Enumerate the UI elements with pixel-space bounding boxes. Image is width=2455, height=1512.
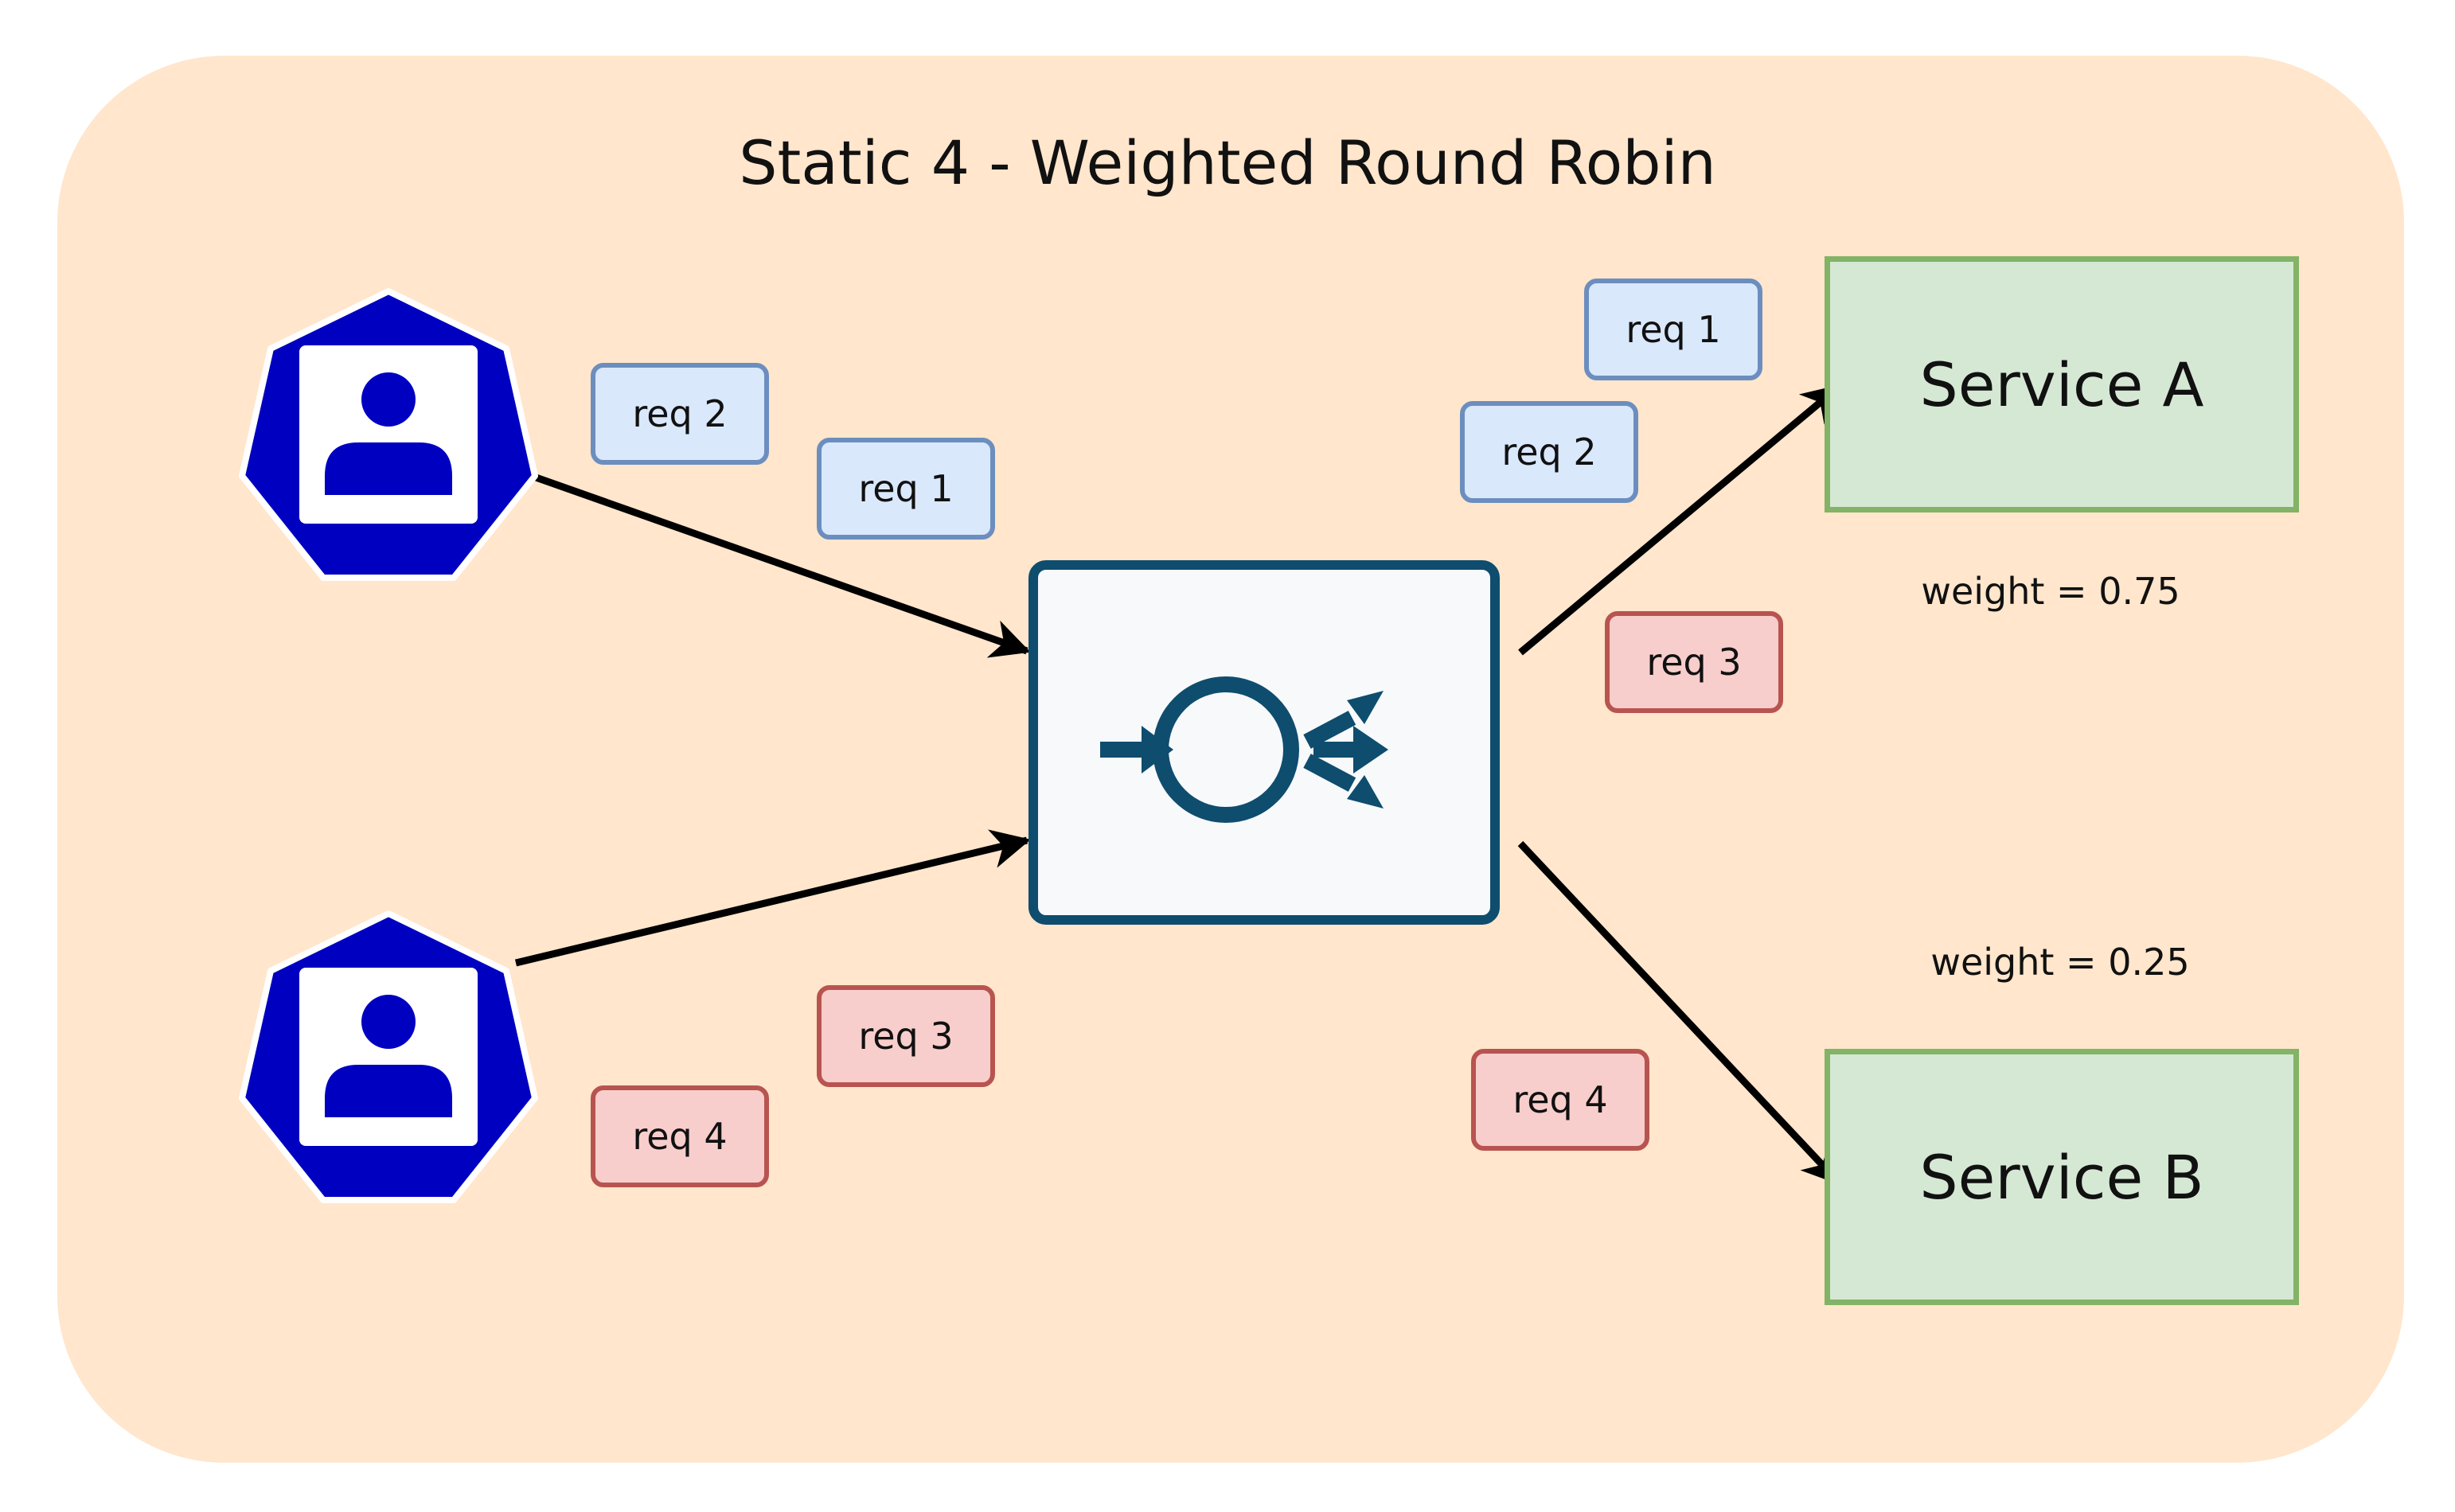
client-1 [237,286,540,589]
diagram-title: Static 4 - Weighted Round Robin [739,127,1716,198]
request-token: req 3 [817,985,995,1087]
request-token: req 3 [1605,611,1783,713]
service-a-weight: weight = 0.75 [1921,570,2180,613]
load-balancer [1028,560,1500,925]
request-token: req 2 [591,363,769,465]
request-token: req 1 [817,438,995,540]
client-2 [237,909,540,1211]
service-b: Service B [1825,1049,2299,1305]
arrow-client2-to-lb [514,829,1031,967]
user-icon [239,910,538,1203]
request-token: req 1 [1584,279,1762,380]
service-a: Service A [1825,256,2299,512]
arrow-lb-to-service-a [1518,384,1842,656]
request-token: req 4 [1471,1049,1649,1151]
arrow-lb-to-service-b [1517,840,1842,1186]
arrow-client1-to-lb [525,470,1031,658]
load-balancer-icon [1100,676,1388,823]
user-icon [239,288,538,581]
service-b-weight: weight = 0.25 [1930,941,2190,984]
request-token: req 2 [1460,401,1638,503]
request-token: req 4 [591,1085,769,1187]
load-balancer-ring [1153,676,1299,823]
